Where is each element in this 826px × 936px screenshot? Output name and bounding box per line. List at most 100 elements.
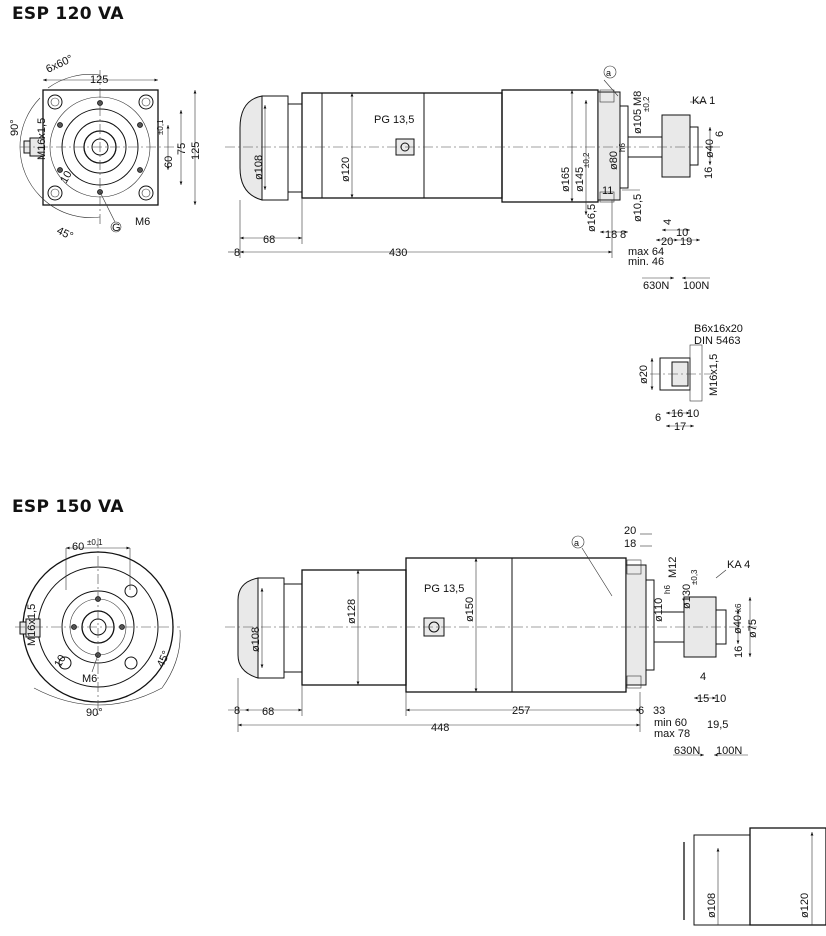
esp120-title: ESP 120 VA (12, 4, 124, 24)
esp120-label-19: 19 (680, 236, 692, 248)
esp150-detail-d108: ø108 (706, 893, 718, 918)
esp120-hatch-top (599, 89, 615, 103)
esp150-title: ESP 150 VA (12, 497, 124, 517)
esp150-label-d40-fit: k6 (734, 603, 743, 612)
esp120-arc-6x60 (47, 74, 101, 89)
esp150-label-4: 4 (700, 671, 706, 683)
esp150-label-6: 6 (638, 705, 644, 717)
esp120-pitch-hole-3 (137, 167, 143, 173)
esp120-label-16: 16 (703, 167, 715, 179)
esp150-mount-hole-br (124, 656, 138, 670)
esp150-label-45: 45° (155, 649, 173, 669)
esp120-label-d80: ø80 (608, 151, 620, 170)
esp150-label-d128: ø128 (346, 599, 358, 624)
esp120-label-m8: M8 (632, 91, 644, 106)
esp120-label-mark-a: a (606, 68, 611, 78)
esp150-label-min: min 60 (654, 717, 687, 729)
esp150-flange-step (645, 579, 655, 671)
esp120-tool-nose (689, 126, 699, 166)
esp120-detail-10: 10 (687, 408, 699, 420)
esp150-label-19-5: 19,5 (707, 719, 728, 731)
esp150-label-60-tol: ±0,1 (87, 538, 103, 547)
esp150-label-m12: M12 (667, 557, 679, 578)
esp150-label-d110-fit: h6 (663, 585, 672, 594)
esp120-spacer (287, 103, 303, 193)
esp120-label-ka: KA 1 (692, 95, 715, 107)
esp120-corner-hole-br (138, 185, 154, 201)
esp150-m6-leader (91, 654, 99, 673)
esp150-arc-45 (161, 629, 181, 689)
esp150-detail-end-cap (693, 834, 751, 926)
esp120-label-10: 10 (676, 227, 688, 239)
esp120-detail-6: 6 (655, 412, 661, 424)
esp150-label-10: 10 (52, 653, 69, 670)
esp120-label-6: 6 (714, 131, 726, 137)
esp150-mark-a-circle (571, 535, 585, 549)
esp120-label-m6: M6 (135, 216, 150, 228)
esp150-label-ka: KA 4 (727, 559, 750, 571)
esp120-label-d10-5: ø10,5 (632, 194, 644, 222)
esp150-label-d150: ø150 (464, 597, 476, 622)
esp150-label-d130: ø130 (681, 584, 693, 609)
esp150-spacer (283, 583, 303, 673)
esp120-corner-hole-tr (138, 94, 154, 110)
esp150-detail-d120: ø120 (799, 893, 811, 918)
esp120-end-cap (261, 95, 289, 201)
esp120-label-d16-5: ø16,5 (586, 204, 598, 232)
esp120-label-min: min. 46 (628, 256, 664, 268)
esp120-label-force2: 100N (683, 280, 709, 292)
esp150-hub-outer (61, 590, 135, 664)
esp120-corner-hole-bl-inner (50, 188, 60, 198)
esp120-label-d80-fit: h6 (618, 143, 627, 152)
esp120-label-68: 68 (263, 234, 275, 246)
esp150-partial-detail: ø108 ø120 (683, 827, 826, 926)
esp120-label-10: 10 (58, 169, 75, 186)
esp150-front-flange (625, 564, 647, 686)
esp120-label-18: 18 (605, 229, 617, 241)
esp150-connector-tip (19, 621, 27, 635)
esp120-corner-hole-tl-inner (50, 97, 60, 107)
esp150-mount-hole-tr (124, 584, 138, 598)
esp150-label-d130-tol: ±0,3 (690, 569, 699, 585)
esp150-label-90: 90° (86, 707, 103, 719)
esp120-label-holes: 6x60° (44, 53, 75, 76)
esp150-label-force2: 100N (716, 745, 742, 757)
esp120-label-45: 45° (55, 225, 75, 243)
esp120-label-8: 8 (234, 247, 240, 259)
esp120-label-125-right: 125 (190, 142, 202, 160)
esp120-label-force1: 630N (643, 280, 669, 292)
esp120-mark-a-leader (603, 79, 619, 97)
esp120-mark-g-circle (110, 221, 122, 233)
esp150-label-m6: M6 (82, 673, 97, 685)
esp120-detail-d20: ø20 (638, 365, 650, 384)
esp120-label-max: max 64 (628, 246, 664, 258)
esp150-label-68: 68 (262, 706, 274, 718)
esp120-label-125-top: 125 (90, 74, 108, 86)
esp120-detail-17: 17 (674, 421, 686, 433)
esp120-label-d105: ø105 (632, 109, 644, 134)
esp150-label-pg: PG 13,5 (424, 583, 464, 595)
esp150-label-60: 60 (72, 541, 84, 553)
esp150-label-20: 20 (624, 525, 636, 537)
esp120-label-d108: ø108 (253, 155, 265, 180)
esp120-label-d120: ø120 (340, 157, 352, 182)
esp150-mount-hole-bl (58, 656, 72, 670)
esp120-label-60: 60 (163, 156, 175, 168)
esp120-label-d165: ø165 (560, 167, 572, 192)
esp150-hatch-top (626, 559, 642, 575)
esp120-label-11: 11 (602, 185, 613, 197)
esp120-mark-a-circle (603, 65, 617, 79)
esp150-label-d75: ø75 (747, 619, 759, 638)
esp150-arc-90 (33, 687, 163, 706)
esp120-detail-din: DIN 5463 (694, 335, 740, 347)
esp120-detail-thread: M16x1,5 (708, 354, 720, 396)
esp150-label-force1: 630N (674, 745, 700, 757)
esp150-label-16: 16 (733, 646, 745, 658)
esp120-corner-hole-br-inner (141, 188, 151, 198)
esp120-label-20: 20 (661, 236, 673, 248)
esp120-label-8b: 8 (620, 229, 626, 241)
esp150-side-view: PG 13,5 ø108 ø128 ø150 ø110 h6 ø130 ±0,3… (225, 525, 760, 757)
esp120-label-75: 75 (176, 143, 188, 155)
esp120-label-thread: M16x1,5 (36, 118, 48, 160)
esp150-label-10: 10 (714, 693, 726, 705)
